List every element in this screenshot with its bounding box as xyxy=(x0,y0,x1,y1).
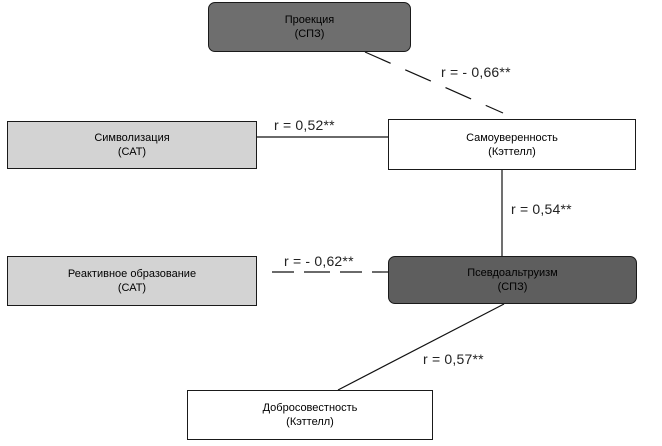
edge-label-projection-self-confidence: r = - 0,66** xyxy=(441,64,511,80)
node-projection-source: (СПЗ) xyxy=(294,28,325,40)
node-symbolization: Символизация (САТ) xyxy=(7,121,257,169)
edge-pseudo-altruism-conscientiousness xyxy=(337,303,505,391)
node-symbolization-title: Символизация xyxy=(94,132,170,144)
node-self-confidence-title: Самоуверенность xyxy=(466,131,558,144)
node-conscientiousness-title: Добросовестность xyxy=(262,402,358,414)
edge-projection-self-confidence xyxy=(364,51,504,114)
edge-label-symbolization-self-confidence: r = 0,52** xyxy=(274,117,335,133)
node-conscientiousness-source: (Кэттелл) xyxy=(286,416,334,428)
node-self-confidence: Самоуверенность (Кэттелл) xyxy=(388,119,636,170)
edge-label-pseudo-altruism-conscientiousness: r = 0,57** xyxy=(423,351,484,367)
node-pseudo-altruism-source: (СПЗ) xyxy=(497,281,528,293)
node-self-confidence-source: (Кэттелл) xyxy=(488,145,536,158)
node-projection: Проекция (СПЗ) xyxy=(208,2,411,52)
node-reactive-formation-title: Реактивное образование xyxy=(67,268,197,280)
node-symbolization-source: (САТ) xyxy=(117,146,147,158)
node-projection-title: Проекция xyxy=(284,14,335,26)
edge-label-self-confidence-pseudo-altruism: r = 0,54** xyxy=(511,201,572,217)
node-pseudo-altruism: Псевдоальтруизм (СПЗ) xyxy=(388,256,637,304)
edge-label-reactive-formation-pseudo-altruism: r = - 0,62** xyxy=(284,253,354,269)
node-conscientiousness: Добросовестность (Кэттелл) xyxy=(187,390,433,440)
node-pseudo-altruism-title: Псевдоальтруизм xyxy=(467,267,558,279)
node-reactive-formation-source: (САТ) xyxy=(117,282,147,294)
node-reactive-formation: Реактивное образование (САТ) xyxy=(7,256,257,306)
